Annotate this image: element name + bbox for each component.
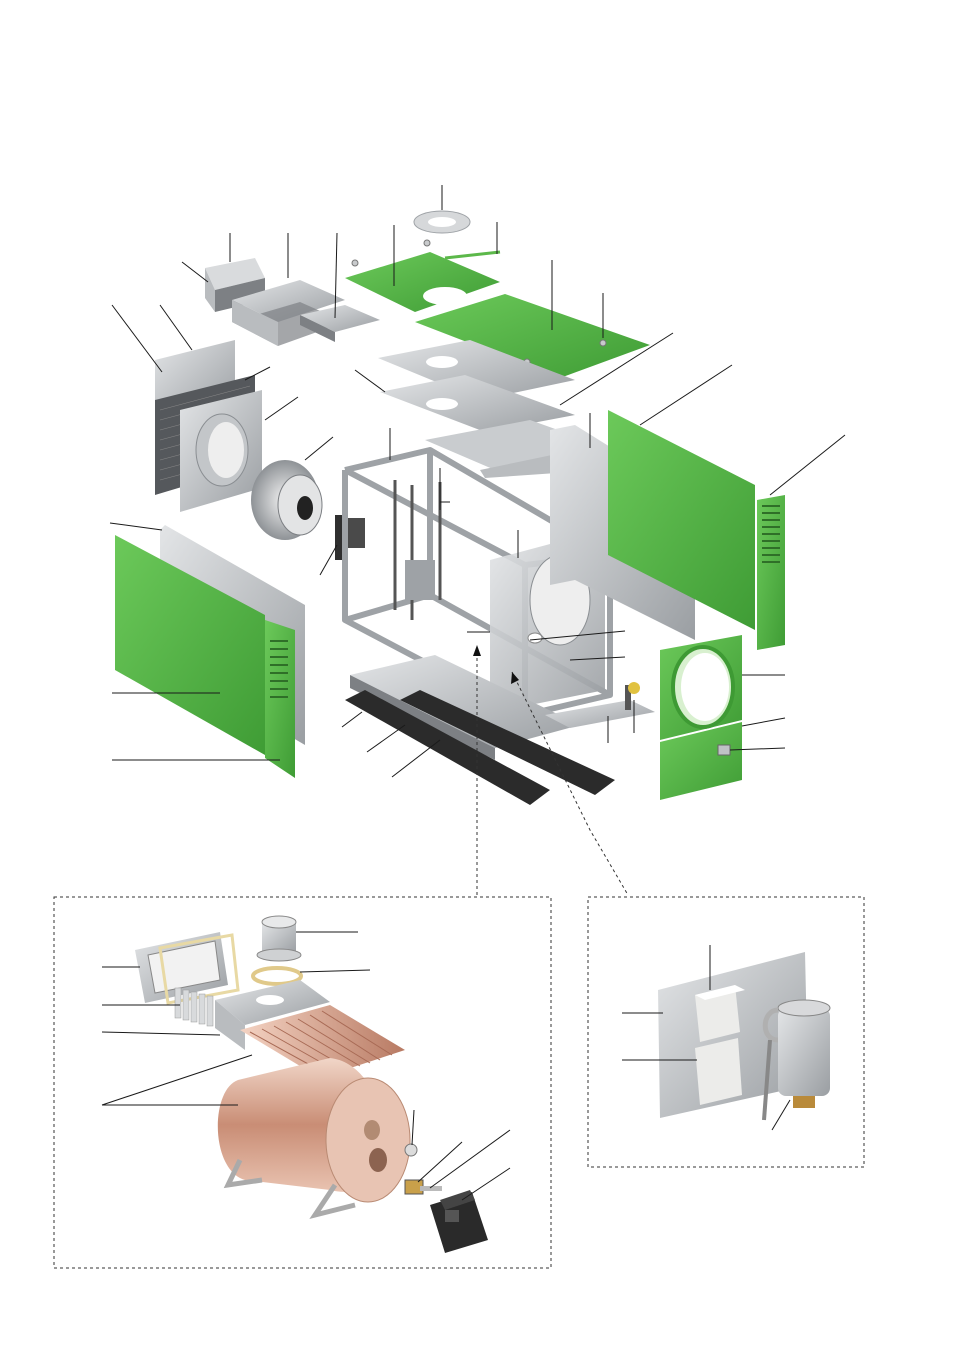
flue-collector (215, 980, 330, 1050)
control-box-lower (695, 1038, 742, 1105)
base-rails (345, 690, 615, 805)
leader-lines-detail-2 (622, 945, 791, 1131)
insulation-plate-top (378, 340, 575, 400)
base-plate (350, 655, 580, 760)
mounting-plate (658, 952, 808, 1118)
combustion-chamber (217, 1058, 411, 1219)
right-green-side-panel (608, 410, 755, 630)
detail-connectors (473, 645, 629, 896)
control-box-upper (695, 985, 745, 1042)
control-components-detail (587, 896, 865, 1168)
fuel-filter (762, 999, 831, 1121)
leader-lines-detail-1 (101, 931, 511, 1201)
duct-cover-lower (300, 305, 380, 342)
front-upper-green-panel (660, 635, 742, 740)
fan-mounting-plate (180, 390, 262, 512)
terminal-box (205, 258, 265, 312)
top-green-panel-left (345, 252, 500, 312)
right-louvre-panel (757, 495, 785, 650)
leader-lines-upper (109, 185, 846, 778)
motor-bracket (335, 515, 365, 560)
burner-flange (404, 1179, 442, 1195)
heat-exchanger-detail (53, 896, 552, 1269)
flue-gasket (251, 966, 303, 986)
top-green-panel-right (415, 294, 650, 378)
inspection-cover (135, 932, 240, 1005)
left-green-side-panel (115, 535, 265, 755)
flue-ring (413, 210, 471, 234)
insulation-plate-bottom (380, 375, 575, 432)
burner (430, 1190, 488, 1253)
drain-tray (545, 682, 655, 728)
left-louvre-panel (265, 620, 295, 778)
fan-wheel (251, 460, 323, 540)
sight-glass (404, 1143, 418, 1157)
turbulators (174, 987, 214, 1027)
flue-pipe (256, 915, 302, 962)
